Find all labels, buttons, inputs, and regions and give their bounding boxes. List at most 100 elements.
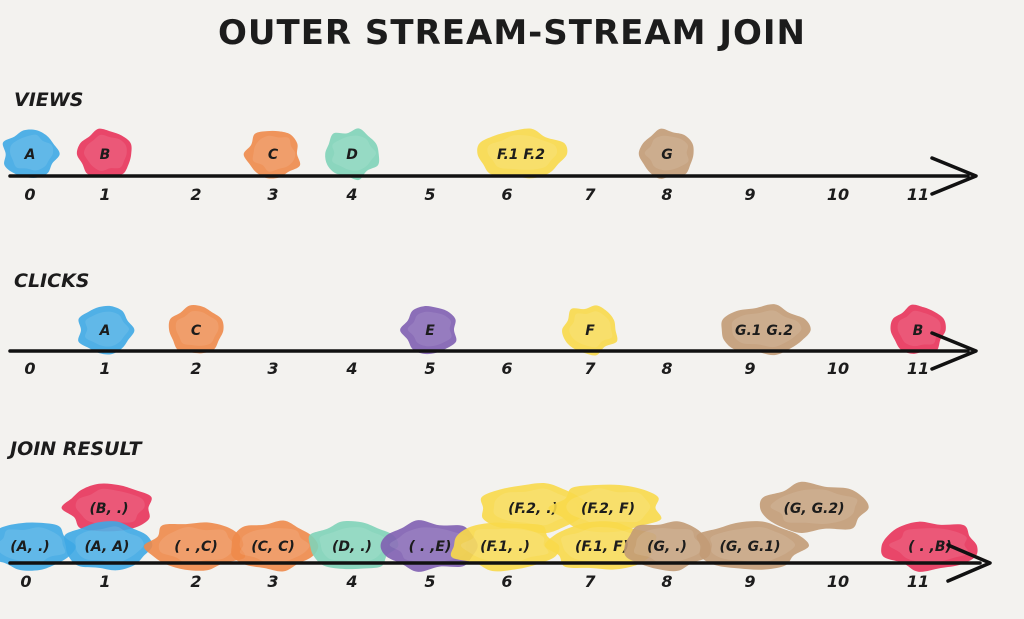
clicks-event-blob-highlight <box>407 311 452 347</box>
clicks-event-blob-highlight <box>569 311 613 348</box>
join-event-a-0: (A, .) <box>0 522 76 571</box>
join-event-blob <box>64 521 153 571</box>
views-event-blob-highlight <box>83 134 127 171</box>
join-event-blob-highlight <box>460 527 549 563</box>
join-event-blob-highlight <box>239 528 310 563</box>
clicks-event-a-0: A <box>78 305 135 355</box>
clicks-event-blob <box>78 305 135 355</box>
join-tick-label-2: 2 <box>190 572 201 591</box>
views-event-label: G <box>661 147 673 163</box>
views-event-blob <box>638 128 694 179</box>
clicks-event-blob <box>168 305 224 354</box>
join-event-blob-highlight <box>0 527 66 564</box>
join-tick-label-7: 7 <box>584 572 596 591</box>
views-tick-label-2: 2 <box>190 185 201 204</box>
views-event-blob <box>76 128 132 178</box>
join-event-blob <box>450 522 560 572</box>
clicks-event-g-1-g-2-4: G.1 G.2 <box>721 304 811 356</box>
join-event-c-3: ( . ,C) <box>143 522 246 571</box>
join-event-g-g-1-12: (G, G.1) <box>696 521 809 570</box>
views-tick-label-7: 7 <box>584 185 596 204</box>
views-event-b-1: B <box>76 128 132 178</box>
clicks-tick-label-11: 11 <box>907 359 929 378</box>
join-event-blob <box>380 520 478 572</box>
clicks-event-label: F <box>585 323 595 339</box>
views-tick-label-5: 5 <box>424 185 435 204</box>
views-tick-label-1: 1 <box>99 185 110 204</box>
join-result-label: JOIN RESULT <box>6 438 143 460</box>
join-event-blob-highlight <box>319 527 389 563</box>
join-event-label: (G, .) <box>647 539 687 555</box>
views-event-label: B <box>100 147 111 163</box>
join-event-g-11: (G, .) <box>624 521 711 572</box>
join-event-blob-highlight <box>75 526 144 564</box>
views-event-blob <box>243 130 301 179</box>
views-tick-label-10: 10 <box>827 185 849 204</box>
join-event-blob-highlight <box>770 489 858 524</box>
views-event-blob-highlight <box>252 135 296 172</box>
join-event-blob-highlight <box>389 527 469 562</box>
join-event-label: (B, .) <box>90 501 129 517</box>
join-event-blob-highlight <box>566 488 651 526</box>
clicks-tick-label-1: 1 <box>99 359 110 378</box>
join-tick-label-1: 1 <box>99 572 110 591</box>
join-tick-label-6: 6 <box>501 572 512 591</box>
join-tick-label-10: 10 <box>827 572 849 591</box>
join-axis-arrowhead <box>946 543 992 583</box>
views-event-blob <box>2 129 60 178</box>
join-event-blob <box>548 484 662 533</box>
join-event-label: (F.2, .) <box>508 501 558 517</box>
join-tick-label-4: 4 <box>345 572 357 591</box>
join-event-label: (F.1, F) <box>575 539 629 555</box>
join-event-e-6: ( . ,E) <box>380 520 478 572</box>
views-label: VIEWS <box>14 89 83 111</box>
clicks-event-f-3: F <box>562 305 618 356</box>
join-tick-label-3: 3 <box>267 572 278 591</box>
join-event-blob-highlight <box>493 488 578 526</box>
views-event-d-3: D <box>325 128 380 181</box>
join-events: (B, .) (F.2, .)(F.2, F) (G, G.2) (A, .)(A, … <box>0 481 978 572</box>
clicks-tick-label-7: 7 <box>584 359 596 378</box>
clicks-event-blob-highlight <box>85 311 130 347</box>
views-event-g-5: G <box>638 128 694 179</box>
join-event-label: (D, .) <box>332 539 372 555</box>
diagram-title: OUTER STREAM-STREAM JOIN <box>218 13 806 53</box>
views-tick-label-9: 9 <box>744 185 755 204</box>
clicks-tick-label-10: 10 <box>827 359 849 378</box>
join-event-d-5: (D, .) <box>308 520 399 570</box>
join-event-label: ( . ,B) <box>908 539 952 555</box>
clicks-event-blob <box>890 304 946 354</box>
join-event-label: (G, G.2) <box>783 501 844 517</box>
clicks-tick-label-8: 8 <box>661 359 672 378</box>
views-tick-label-8: 8 <box>661 185 672 204</box>
clicks-tick-label-5: 5 <box>424 359 435 378</box>
clicks-event-label: G.1 G.2 <box>735 323 793 339</box>
join-event-blob <box>143 522 246 571</box>
views-event-label: D <box>346 147 358 163</box>
join-event-c-c-4: (C, C) <box>231 520 319 572</box>
clicks-event-e-2: E <box>400 306 457 355</box>
views-event-f-1-f-2-4: F.1 F.2 <box>477 128 568 179</box>
join-event-blob <box>0 522 76 571</box>
views-event-blob-highlight <box>487 134 558 170</box>
join-event-label: (C, C) <box>251 539 295 555</box>
join-event-blob <box>480 483 590 534</box>
clicks-tick-label-4: 4 <box>345 359 357 378</box>
join-event-f-2-f-10: (F.2, F) <box>548 484 662 533</box>
clicks-event-blob-highlight <box>731 310 802 348</box>
views-tick-label-3: 3 <box>267 185 278 204</box>
clicks-event-blob-highlight <box>175 310 219 346</box>
join-event-g-g-2-13: (G, G.2) <box>759 481 869 534</box>
join-event-blob <box>696 521 809 570</box>
join-event-label: ( . ,E) <box>409 539 452 555</box>
join-event-a-a-1: (A, A) <box>64 521 153 571</box>
join-event-blob-highlight <box>710 526 796 564</box>
views-tick-label-0: 0 <box>24 185 35 204</box>
views-tick-label-6: 6 <box>501 185 512 204</box>
clicks-event-blob <box>562 305 618 356</box>
join-tick-label-0: 0 <box>20 572 31 591</box>
